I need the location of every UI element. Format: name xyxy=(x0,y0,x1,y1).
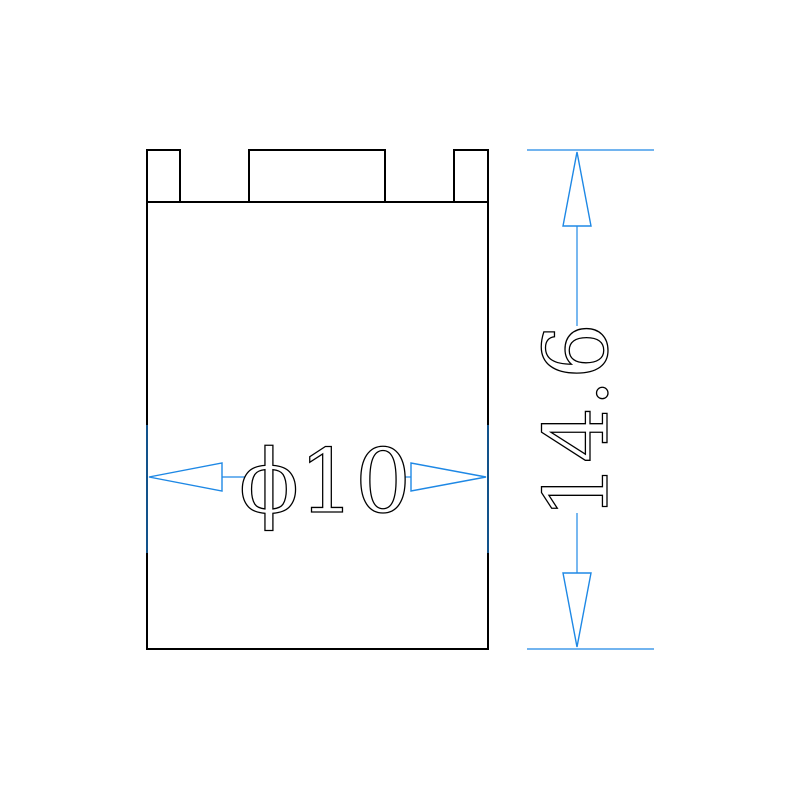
height-arrow-top xyxy=(562,151,592,227)
height-label: 14.6 xyxy=(525,323,628,519)
part-body xyxy=(146,201,489,650)
diameter-dimension: ϕ10 xyxy=(146,425,489,553)
diameter-label: ϕ10 xyxy=(239,430,411,533)
height-arrow-bottom xyxy=(562,572,592,648)
height-dimension: 14.6 xyxy=(524,149,654,650)
diameter-arrow-right xyxy=(410,462,487,492)
left-tab xyxy=(146,149,181,203)
right-tab xyxy=(453,149,489,203)
center-tab xyxy=(248,149,386,203)
part-outline xyxy=(146,149,489,650)
diameter-arrow-left xyxy=(148,462,223,492)
